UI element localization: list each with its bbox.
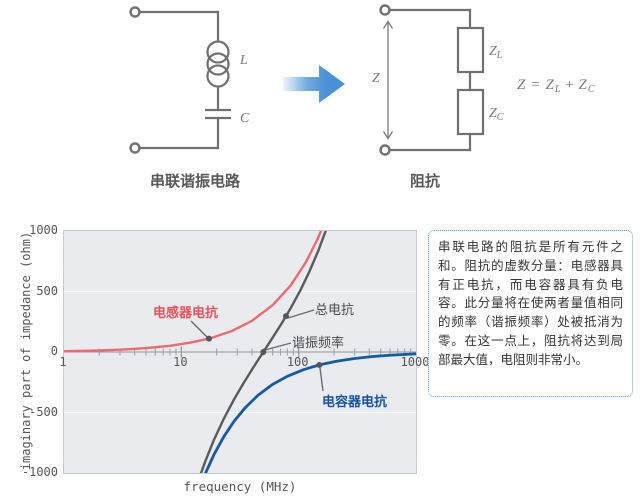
y-tick-label: -1000 — [21, 465, 58, 479]
inductor-icon — [206, 40, 230, 88]
leader-line — [264, 342, 292, 351]
wire-top — [139, 10, 220, 42]
impedance-equation: Z=ZL+ZC — [517, 77, 595, 95]
leader-line — [190, 320, 208, 338]
z-label: Z — [372, 71, 380, 86]
explanation-note: 串联电路的阻抗是所有元件之和。阻抗的虚数分量：电感器具有正电抗，而电容器具有负电… — [428, 230, 633, 397]
x-tick-label: 100 — [286, 355, 309, 369]
curve-marker — [283, 313, 290, 320]
z-span-arrow-icon — [382, 20, 394, 140]
x-tick-label: 1000 — [400, 355, 430, 369]
leader-line — [319, 367, 324, 392]
capacitor-label: C — [240, 111, 250, 126]
y-tick-label: 0 — [50, 344, 58, 358]
curve-marker — [260, 349, 267, 355]
series-circuit-diagram: L C — [129, 6, 250, 154]
wire-top — [389, 8, 472, 28]
x-axis-label: frequency (MHz) — [183, 479, 297, 494]
wire-bottom — [389, 134, 472, 152]
right-arrow-icon — [283, 65, 345, 103]
curve-label: 谐振频率 — [292, 335, 345, 350]
curve-marker — [205, 335, 212, 342]
inductor-label: L — [239, 53, 248, 68]
terminal-bottom-icon — [379, 144, 391, 156]
terminal-top-icon — [379, 4, 391, 16]
leader-line — [287, 309, 315, 319]
y-tick-label: -500 — [29, 404, 58, 419]
left-diagram-caption: 串联谐振电路 — [149, 173, 240, 190]
curve-label: 电容器电抗 — [322, 394, 388, 409]
reactance-chart: imaginary part of impedance (ohm) freque… — [10, 218, 436, 502]
curve-label: 电感器电抗 — [153, 305, 219, 320]
zl-label: ZL — [489, 44, 503, 61]
x-tick-label: 10 — [173, 355, 188, 369]
plot-area — [63, 230, 417, 474]
impedance-box-zl — [456, 26, 485, 74]
curve-label: 总电抗 — [315, 302, 355, 317]
y-tick-label: 1000 — [29, 223, 58, 237]
curve-电感器电抗 — [64, 231, 323, 353]
curve-marker — [316, 361, 323, 368]
terminal-top-icon — [129, 6, 141, 18]
impedance-diagram: Z ZL ZC Z=ZL+ZC — [372, 4, 595, 156]
y-tick-label: 500 — [36, 283, 58, 298]
impedance-box-zc — [456, 88, 485, 136]
right-diagram-caption: 阻抗 — [409, 173, 440, 190]
terminal-bottom-icon — [129, 142, 141, 154]
curve-电容器电抗 — [204, 352, 416, 473]
capacitor-icon — [205, 108, 231, 120]
wire-bottom — [139, 118, 220, 150]
x-tick-label: 1 — [59, 355, 67, 369]
explanation-text: 串联电路的阻抗是所有元件之和。阻抗的虚数分量：电感器具有正电抗，而电容器具有负电… — [438, 240, 623, 367]
zc-label: ZC — [489, 106, 504, 123]
